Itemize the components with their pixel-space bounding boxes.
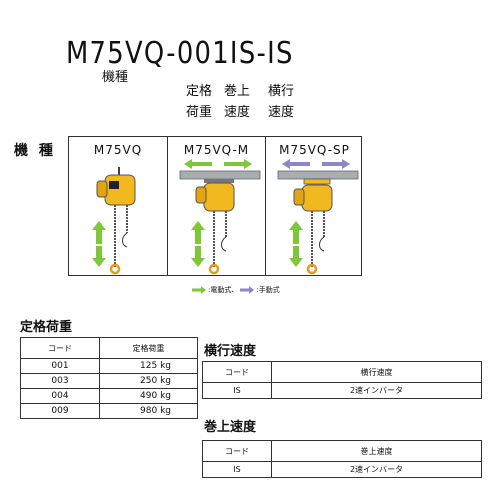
hoist-illustration — [277, 159, 359, 275]
column-header: 定格荷重 — [99, 337, 198, 359]
column-header: コード — [202, 440, 272, 462]
purple-arrow-icon — [240, 286, 255, 294]
left-arrow-icon — [184, 159, 212, 169]
table-cell: 250 kg — [99, 373, 198, 389]
up-arrow-icon — [289, 221, 303, 244]
up-arrow-icon — [191, 221, 205, 244]
table-cell: 490 kg — [99, 388, 198, 404]
table-header-row: コード 定格荷重 — [20, 337, 198, 359]
table-cell: 004 — [20, 388, 100, 404]
table-cell: 125 kg — [99, 358, 198, 374]
hoist-speed-table: コード 巻上速度 IS 2速インバータ — [202, 440, 482, 478]
table-cell: 2速インバータ — [271, 382, 482, 399]
hoist-illustration — [179, 159, 261, 275]
table-row: 003 250 kg — [20, 373, 198, 389]
down-arrow-icon — [191, 246, 205, 267]
column-header: コード — [20, 337, 100, 359]
green-arrow-icon — [192, 286, 206, 294]
right-arrow-icon — [224, 159, 252, 169]
table-row: 004 490 kg — [20, 388, 198, 404]
spec-label-hoist: 巻上 — [224, 84, 251, 99]
spec-label-speed-2: 速度 — [268, 105, 295, 120]
down-arrow-icon — [289, 246, 303, 267]
table-cell: 001 — [20, 358, 100, 374]
variant-panel-m75vq-sp: M75VQ-SP — [265, 137, 363, 275]
table-cell: IS — [202, 382, 272, 399]
model-code: M75VQ-001IS-IS — [66, 36, 294, 71]
variant-section-label: 機 種 — [14, 143, 56, 159]
variant-panel-m75vq: M75VQ — [69, 137, 167, 275]
table-header-row: コード 横行速度 — [202, 361, 482, 383]
right-arrow-icon — [322, 159, 350, 169]
down-arrow-icon — [92, 246, 106, 267]
table-row: 001 125 kg — [20, 358, 198, 374]
table-cell: 003 — [20, 373, 100, 389]
column-header: 横行速度 — [271, 361, 482, 383]
load-table: コード 定格荷重 001 125 kg 003 250 kg 004 490 k… — [20, 337, 198, 419]
column-header: コード — [202, 361, 272, 383]
variant-panel-m75vq-m: M75VQ-M — [167, 137, 265, 275]
table-cell: 009 — [20, 403, 100, 419]
table-row: 009 980 kg — [20, 403, 198, 419]
load-table-title: 定格荷重 — [20, 320, 73, 335]
table-header-row: コード 巻上速度 — [202, 440, 482, 462]
spec-label-speed-1: 速度 — [224, 105, 251, 120]
table-cell: 980 kg — [99, 403, 198, 419]
hoist-illustration — [92, 167, 136, 275]
variant-name: M75VQ-M — [183, 143, 250, 157]
traverse-speed-title: 横行速度 — [204, 344, 257, 359]
variant-name: M75VQ-SP — [279, 143, 350, 157]
left-arrow-icon — [282, 159, 310, 169]
machine-type-label: 機種 — [102, 70, 129, 85]
legend-manual: :手動式 — [256, 286, 280, 294]
spec-label-rated: 定格 — [186, 84, 213, 99]
table-row: IS 2速インバータ — [202, 382, 482, 399]
hoist-speed-title: 巻上速度 — [204, 420, 257, 435]
variant-diagram-box: M75VQ M75VQ-M — [68, 136, 362, 276]
up-arrow-icon — [92, 221, 106, 244]
traverse-speed-table: コード 横行速度 IS 2速インバータ — [202, 361, 482, 399]
legend-electric: :電動式、 — [208, 286, 239, 294]
table-cell: 2速インバータ — [271, 461, 482, 478]
spec-label-load: 荷重 — [186, 105, 213, 120]
spec-label-traverse: 横行 — [268, 84, 295, 99]
table-cell: IS — [202, 461, 272, 478]
legend: :電動式、 :手動式 — [192, 285, 280, 295]
column-header: 巻上速度 — [271, 440, 482, 462]
variant-name: M75VQ — [93, 143, 143, 157]
table-row: IS 2速インバータ — [202, 461, 482, 478]
